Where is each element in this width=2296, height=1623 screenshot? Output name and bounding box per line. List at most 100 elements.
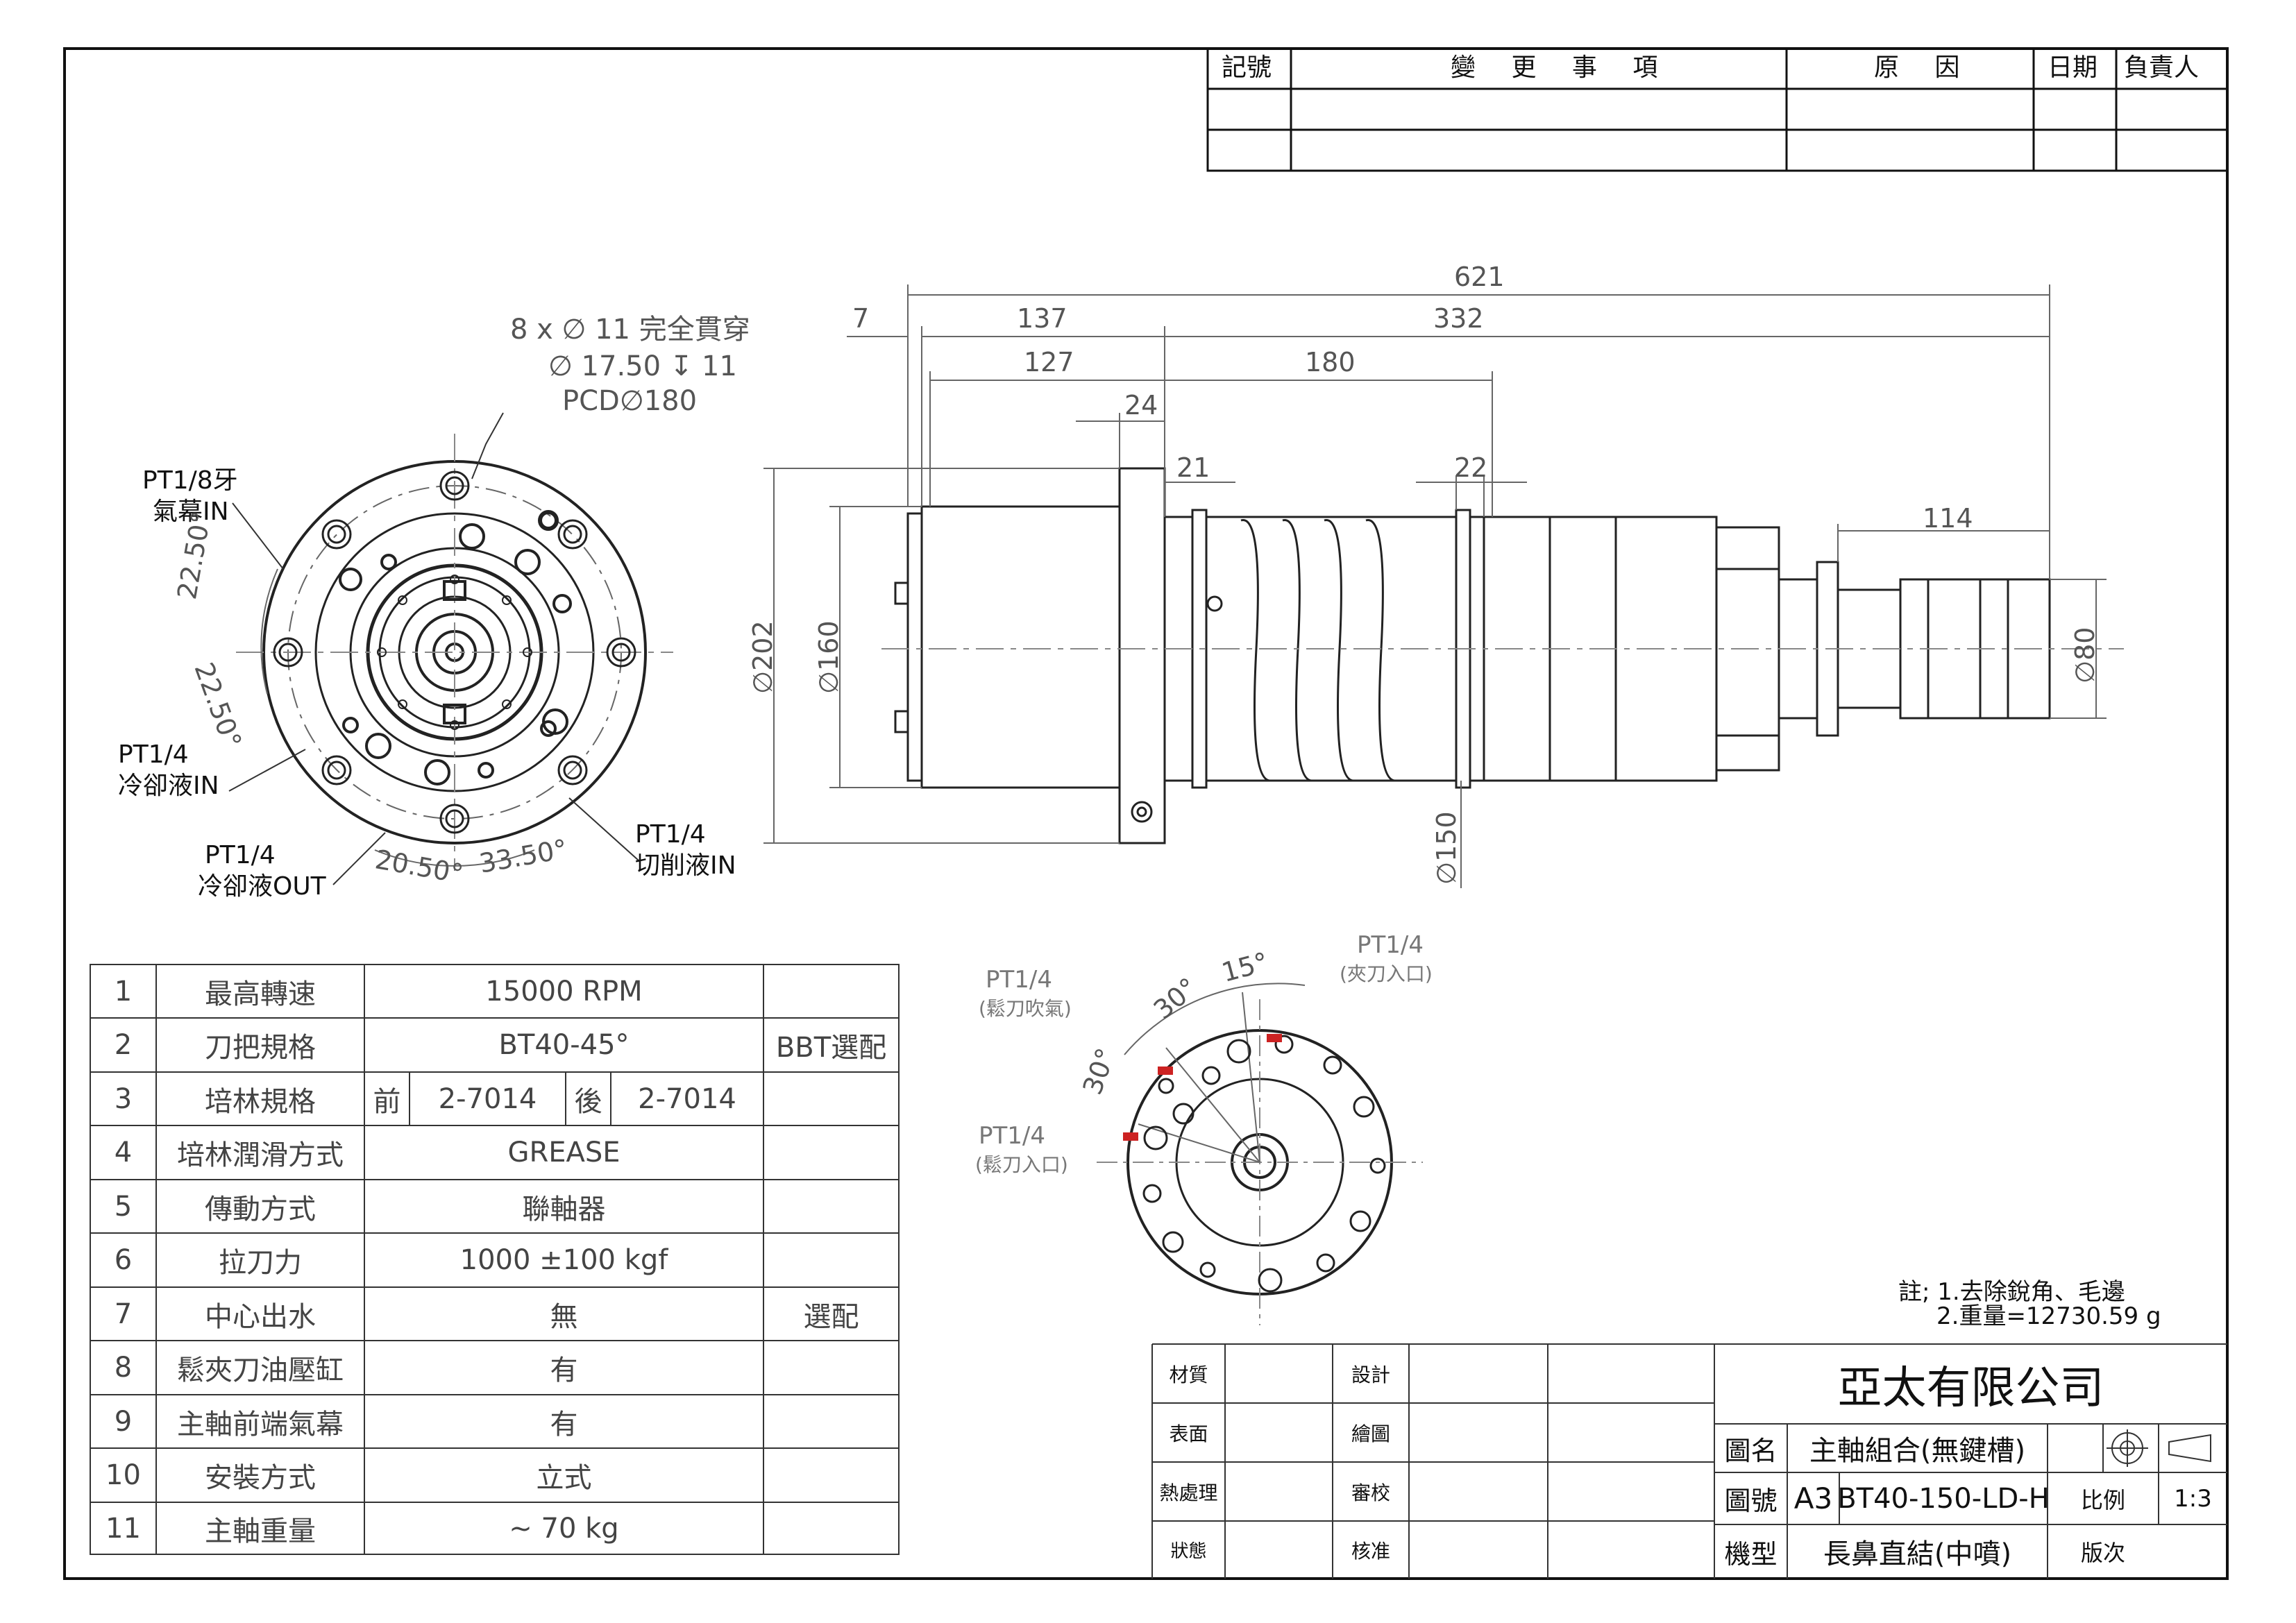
dim-7: 7 bbox=[852, 303, 870, 334]
rear-port-2-code: PT1/4 bbox=[1357, 931, 1424, 959]
spec-item: 培林潤滑方式 bbox=[177, 1139, 344, 1171]
dim-24: 24 bbox=[1124, 390, 1158, 420]
spec-item: 最高轉速 bbox=[205, 978, 316, 1010]
side-view bbox=[881, 467, 2124, 844]
spec-note bbox=[763, 1072, 899, 1125]
rear-port-1-code: PT1/4 bbox=[986, 966, 1052, 994]
tb-surface-label: 表面 bbox=[1169, 1422, 1208, 1445]
spec-item: 培林規格 bbox=[205, 1085, 316, 1118]
spec-value: 無 bbox=[550, 1300, 578, 1333]
spec-item: 主軸前端氣幕 bbox=[177, 1408, 344, 1441]
tb-sheet-size: A3 bbox=[1793, 1481, 1833, 1515]
bearing-front-label: 前 bbox=[373, 1085, 401, 1118]
spec-item: 主軸重量 bbox=[205, 1515, 316, 1547]
label-coolant-in-port: PT1/4 bbox=[118, 740, 189, 769]
spec-note bbox=[763, 1502, 899, 1554]
dim-22: 22 bbox=[1454, 452, 1488, 483]
tb-model-label: 機型 bbox=[1724, 1538, 1778, 1570]
front-view bbox=[228, 412, 673, 885]
note-line-2: 2.重量=12730.59 g bbox=[1936, 1302, 2161, 1330]
spec-value: 有 bbox=[550, 1408, 578, 1441]
spec-value: 1000 ±100 kgf bbox=[459, 1244, 668, 1276]
spec-no: 8 bbox=[114, 1352, 133, 1384]
hole-note-2: ∅ 17.50 ↧ 11 bbox=[548, 350, 737, 382]
dim-621: 621 bbox=[1454, 262, 1505, 292]
tb-name-value: 主軸組合(無鍵槽) bbox=[1809, 1435, 2026, 1467]
rev-header-owner: 負責人 bbox=[2124, 53, 2200, 82]
tb-model-value: 長鼻直結(中噴) bbox=[1823, 1538, 2012, 1570]
spec-no: 7 bbox=[114, 1298, 133, 1330]
dim-dia-160: ∅160 bbox=[813, 620, 844, 694]
rev-header-change: 變 更 事 項 bbox=[1451, 53, 1672, 82]
tb-heat-label: 熱處理 bbox=[1159, 1481, 1218, 1504]
rear-port-1-name: (鬆刀吹氣) bbox=[979, 997, 1072, 1020]
spec-item: 中心出水 bbox=[205, 1300, 316, 1333]
spec-value: GREASE bbox=[507, 1137, 621, 1169]
tb-approve-label: 核准 bbox=[1351, 1539, 1390, 1563]
label-air-port: PT1/8牙 bbox=[142, 466, 238, 495]
dim-dia-80: ∅80 bbox=[2070, 627, 2100, 683]
label-cutting-fluid-in: 切削液IN bbox=[635, 851, 736, 880]
spec-item: 安裝方式 bbox=[205, 1462, 316, 1494]
dim-127: 127 bbox=[1024, 347, 1074, 377]
dim-180: 180 bbox=[1305, 347, 1356, 377]
spec-note bbox=[763, 1180, 899, 1233]
spec-no: 5 bbox=[114, 1190, 133, 1223]
rev-header-mark: 記號 bbox=[1222, 53, 1272, 82]
spec-no: 1 bbox=[114, 975, 133, 1008]
tb-draw-label: 繪圖 bbox=[1351, 1422, 1390, 1445]
spec-note bbox=[763, 1395, 899, 1448]
spec-no: 9 bbox=[114, 1405, 133, 1438]
side-view-dimensions bbox=[763, 284, 2107, 888]
hole-note-3: PCD∅180 bbox=[562, 385, 698, 417]
label-coolant-in: 冷卻液IN bbox=[118, 772, 219, 800]
label-coolant-out: 冷卻液OUT bbox=[198, 872, 326, 901]
spec-value: BT40-45° bbox=[498, 1029, 630, 1061]
dim-137: 137 bbox=[1017, 303, 1067, 334]
rear-view-red-marker bbox=[1123, 1132, 1138, 1141]
dim-114: 114 bbox=[1923, 503, 1973, 534]
spec-note: 選配 bbox=[803, 1300, 859, 1333]
drawing-number: BT40-150-LD-H bbox=[1837, 1482, 2050, 1515]
spec-note: BBT選配 bbox=[775, 1032, 887, 1064]
company-name: 亞太有限公司 bbox=[1837, 1362, 2104, 1414]
spec-no: 2 bbox=[114, 1029, 133, 1061]
spec-value: 15000 RPM bbox=[485, 975, 643, 1008]
rear-view-red-marker bbox=[1267, 1034, 1282, 1042]
tb-scale-value: 1:3 bbox=[2174, 1484, 2212, 1513]
spec-note bbox=[763, 1448, 899, 1502]
dim-21: 21 bbox=[1176, 452, 1210, 483]
spec-no: 3 bbox=[114, 1082, 133, 1115]
sheet-border bbox=[63, 47, 2229, 1580]
projection-symbol-icon bbox=[2107, 1429, 2211, 1467]
tb-state-label: 狀態 bbox=[1170, 1541, 1207, 1562]
spec-no: 6 bbox=[114, 1244, 133, 1276]
rev-header-date: 日期 bbox=[2048, 53, 2098, 82]
tb-name-label: 圖名 bbox=[1724, 1435, 1778, 1466]
dim-dia-150: ∅150 bbox=[1431, 811, 1462, 885]
spec-item: 傳動方式 bbox=[205, 1193, 316, 1225]
rear-view-red-marker bbox=[1158, 1067, 1173, 1075]
spec-note bbox=[763, 1233, 899, 1287]
rear-view bbox=[1097, 983, 1423, 1325]
spec-item: 鬆夾刀油壓缸 bbox=[177, 1354, 344, 1386]
spec-value: ~ 70 kg bbox=[509, 1512, 619, 1545]
spec-value: 有 bbox=[550, 1354, 578, 1386]
label-air-curtain-in: 氣幕IN bbox=[153, 498, 229, 526]
rear-port-2-name: (夾刀入口) bbox=[1340, 962, 1433, 985]
tb-material-label: 材質 bbox=[1169, 1363, 1208, 1386]
spec-item: 刀把規格 bbox=[205, 1032, 316, 1064]
bearing-rear-value: 2-7014 bbox=[638, 1082, 736, 1115]
label-cutting-fluid-port: PT1/4 bbox=[635, 820, 706, 849]
spec-note bbox=[763, 1125, 899, 1180]
tb-review-label: 審校 bbox=[1351, 1481, 1390, 1504]
rear-port-3-code: PT1/4 bbox=[979, 1122, 1045, 1150]
bearing-front-value: 2-7014 bbox=[438, 1082, 537, 1115]
spec-item: 拉刀力 bbox=[219, 1247, 302, 1279]
dim-dia-202: ∅202 bbox=[748, 620, 778, 694]
spec-note bbox=[763, 1341, 899, 1395]
spec-no: 10 bbox=[105, 1459, 141, 1491]
tb-version-label: 版次 bbox=[2080, 1540, 2125, 1566]
